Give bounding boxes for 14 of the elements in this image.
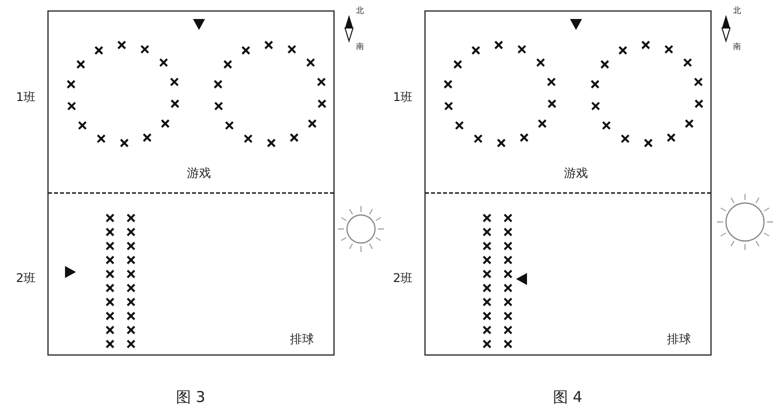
area-label: 游戏 <box>564 167 588 179</box>
area-label: 游戏 <box>187 167 211 179</box>
area-label: 排球 <box>667 333 691 345</box>
compass-label: 南 <box>356 43 364 51</box>
class-label: 1班 <box>16 91 36 103</box>
figure-caption: 图 3 <box>176 390 206 405</box>
compass-label: 北 <box>356 7 364 15</box>
figure-caption: 图 4 <box>553 390 582 405</box>
compass-label: 北 <box>733 7 741 15</box>
area-label: 排球 <box>290 333 314 345</box>
class-label: 2班 <box>393 272 413 284</box>
class-label: 1班 <box>393 91 413 103</box>
class-label: 2班 <box>16 272 36 284</box>
compass-label: 南 <box>733 43 741 51</box>
